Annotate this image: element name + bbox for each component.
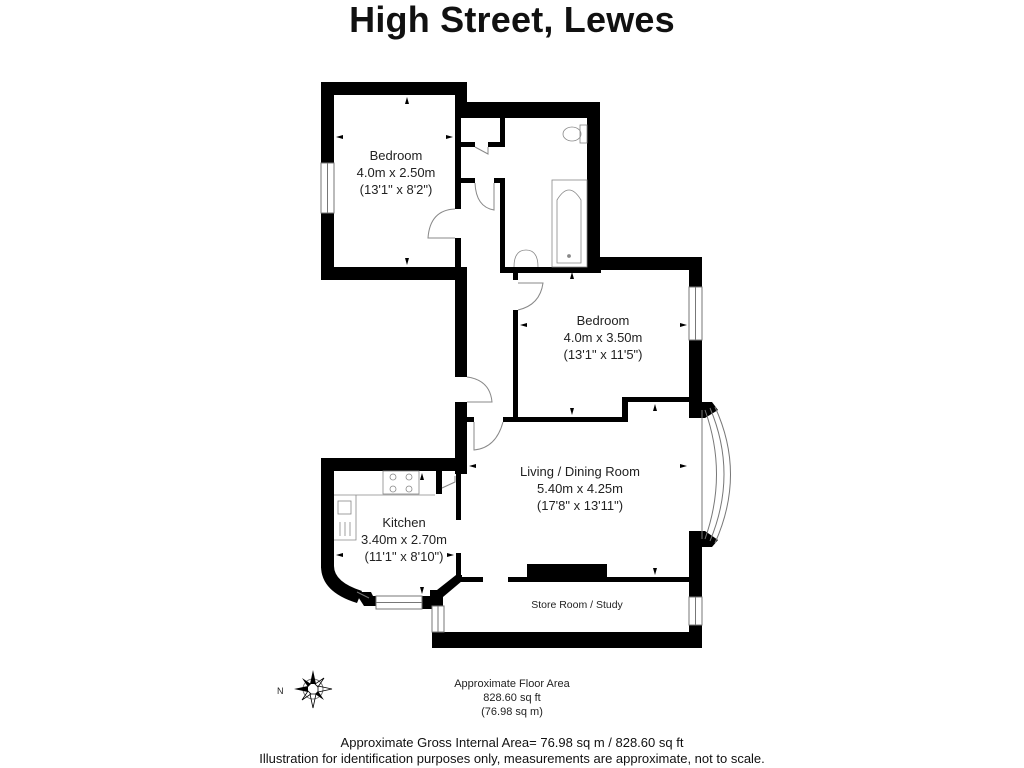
room-label-kitchen: Kitchen 3.40m x 2.70m (11'1" x 8'10") [361, 514, 447, 565]
walls [321, 82, 718, 648]
fixtures [334, 124, 588, 541]
room-metric: 4.0m x 2.50m [356, 165, 436, 180]
room-name: Living / Dining Room [520, 464, 640, 479]
dimension-markers [336, 97, 687, 594]
floor-area-summary: Approximate Floor Area 828.60 sq ft (76.… [454, 677, 570, 719]
room-imperial: (11'1" x 8'10") [364, 549, 444, 564]
room-metric: 3.40m x 2.70m [361, 532, 447, 547]
room-label-bedroom-2: Bedroom 4.0m x 3.50m (13'1" x 11'5") [564, 312, 643, 363]
windows [320, 162, 731, 633]
door-swings [427, 146, 544, 489]
room-name: Bedroom [369, 148, 423, 163]
room-imperial: (17'8" x 13'11") [536, 498, 624, 513]
room-label-store-study: Store Room / Study [531, 598, 623, 612]
disclaimer: Illustration for identification purposes… [259, 751, 765, 766]
page-title: High Street, Lewes [349, 0, 675, 40]
room-name: Store Room / Study [531, 599, 623, 611]
room-label-living-dining: Living / Dining Room 5.40m x 4.25m (17'8… [520, 463, 640, 514]
room-metric: 4.0m x 3.50m [563, 330, 643, 345]
room-imperial: (13'1" x 11'5") [563, 347, 643, 362]
room-imperial: (13'1" x 8'2") [359, 182, 433, 197]
floor-area-heading: Approximate Floor Area [454, 678, 570, 690]
compass-north-label: N [277, 686, 284, 696]
gross-internal-area: Approximate Gross Internal Area= 76.98 s… [340, 735, 684, 750]
compass-icon [294, 670, 333, 709]
room-name: Kitchen [382, 515, 426, 530]
floor-area-sqm: (76.98 sq m) [481, 706, 543, 718]
room-metric: 5.40m x 4.25m [536, 481, 623, 496]
room-label-bedroom-1: Bedroom 4.0m x 2.50m (13'1" x 8'2") [357, 147, 436, 198]
room-name: Bedroom [576, 313, 630, 328]
floor-area-sqft: 828.60 sq ft [483, 692, 541, 704]
